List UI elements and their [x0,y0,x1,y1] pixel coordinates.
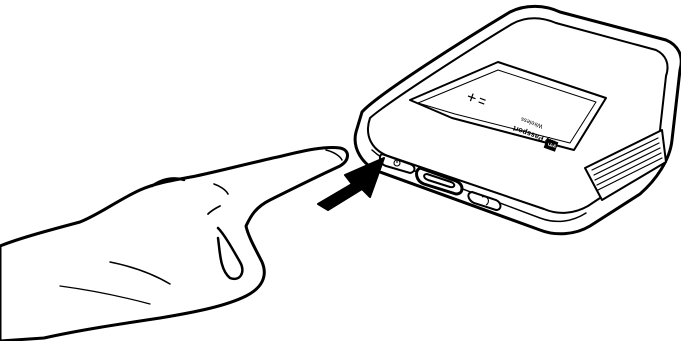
hand [0,147,348,341]
hard-drive [355,6,681,233]
